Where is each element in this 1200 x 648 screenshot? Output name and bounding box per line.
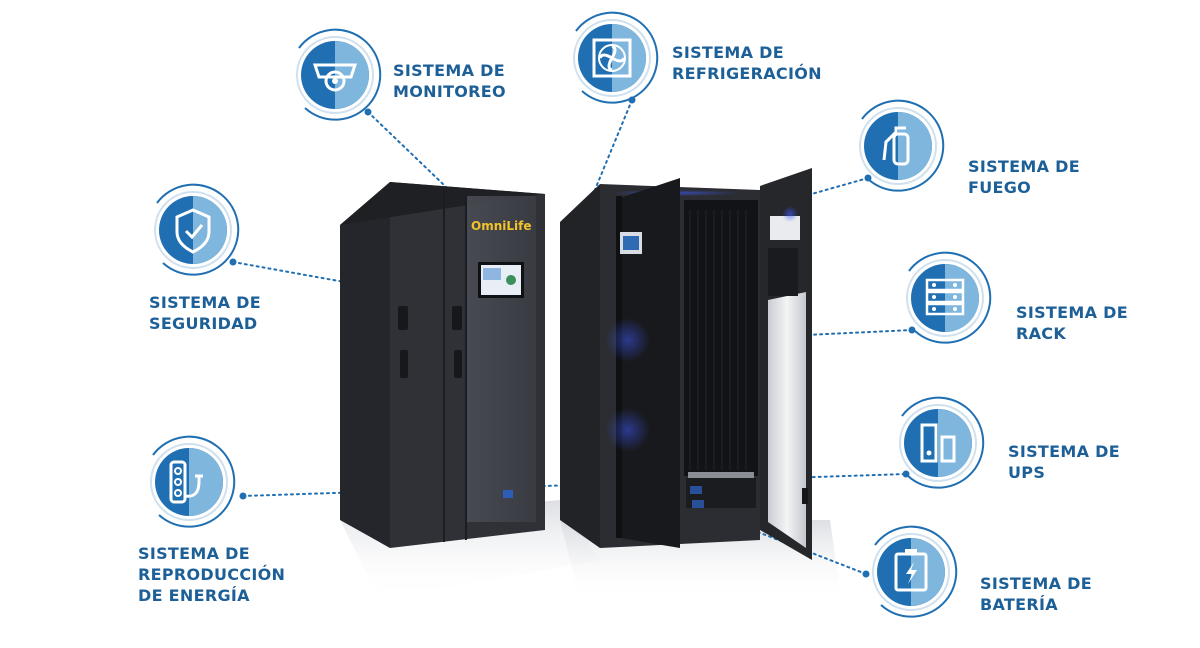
label-monitoreo: SISTEMA DE MONITOREO: [393, 60, 506, 102]
brand-logo: OmniLife: [471, 219, 531, 233]
battery-icon: [894, 549, 928, 592]
label-line: BATERÍA: [980, 595, 1058, 614]
label-line: DE ENERGÍA: [138, 586, 250, 605]
camera-icon: [312, 63, 358, 92]
label-line: UPS: [1008, 463, 1046, 482]
label-rack: SISTEMA DE RACK: [1016, 302, 1128, 344]
label-line: SISTEMA DE: [149, 293, 261, 312]
ups-badge: [899, 396, 985, 489]
label-fuego: SISTEMA DE FUEGO: [968, 156, 1080, 198]
label-line: SISTEMA DE: [1016, 303, 1128, 322]
label-line: SISTEMA DE: [672, 43, 784, 62]
energia-badge: [150, 435, 236, 528]
monitoreo-badge: [296, 28, 382, 121]
fan-icon: [592, 38, 632, 78]
shield-check-icon: [175, 208, 211, 254]
label-seguridad: SISTEMA DE SEGURIDAD: [149, 292, 261, 334]
label-bateria: SISTEMA DE BATERÍA: [980, 573, 1092, 615]
ups-icon: [920, 423, 956, 463]
label-line: SEGURIDAD: [149, 314, 258, 333]
server-rack-icon: [925, 278, 965, 316]
label-refrigeracion: SISTEMA DE REFRIGERACIÓN: [672, 42, 822, 84]
label-line: REFRIGERACIÓN: [672, 64, 822, 83]
label-line: SISTEMA DE: [1008, 442, 1120, 461]
label-ups: SISTEMA DE UPS: [1008, 441, 1120, 483]
rack-badge: [906, 251, 992, 344]
fire-extinguisher-icon: [882, 126, 910, 166]
label-line: SISTEMA DE: [138, 544, 250, 563]
closed-cabinet: [340, 182, 545, 548]
label-line: MONITOREO: [393, 82, 506, 101]
label-energia: SISTEMA DE REPRODUCCIÓN DE ENERGÍA: [138, 543, 285, 606]
fuego-badge: [859, 99, 945, 192]
label-line: REPRODUCCIÓN: [138, 565, 286, 584]
open-cabinet: [560, 168, 812, 560]
refrigeracion-badge: [573, 11, 659, 104]
label-line: SISTEMA DE: [968, 157, 1080, 176]
label-line: RACK: [1016, 324, 1067, 343]
seguridad-badge: [154, 183, 240, 276]
bateria-badge: [872, 525, 958, 618]
label-line: SISTEMA DE: [393, 61, 505, 80]
power-strip-icon: [169, 460, 203, 504]
label-line: FUEGO: [968, 178, 1032, 197]
label-line: SISTEMA DE: [980, 574, 1092, 593]
